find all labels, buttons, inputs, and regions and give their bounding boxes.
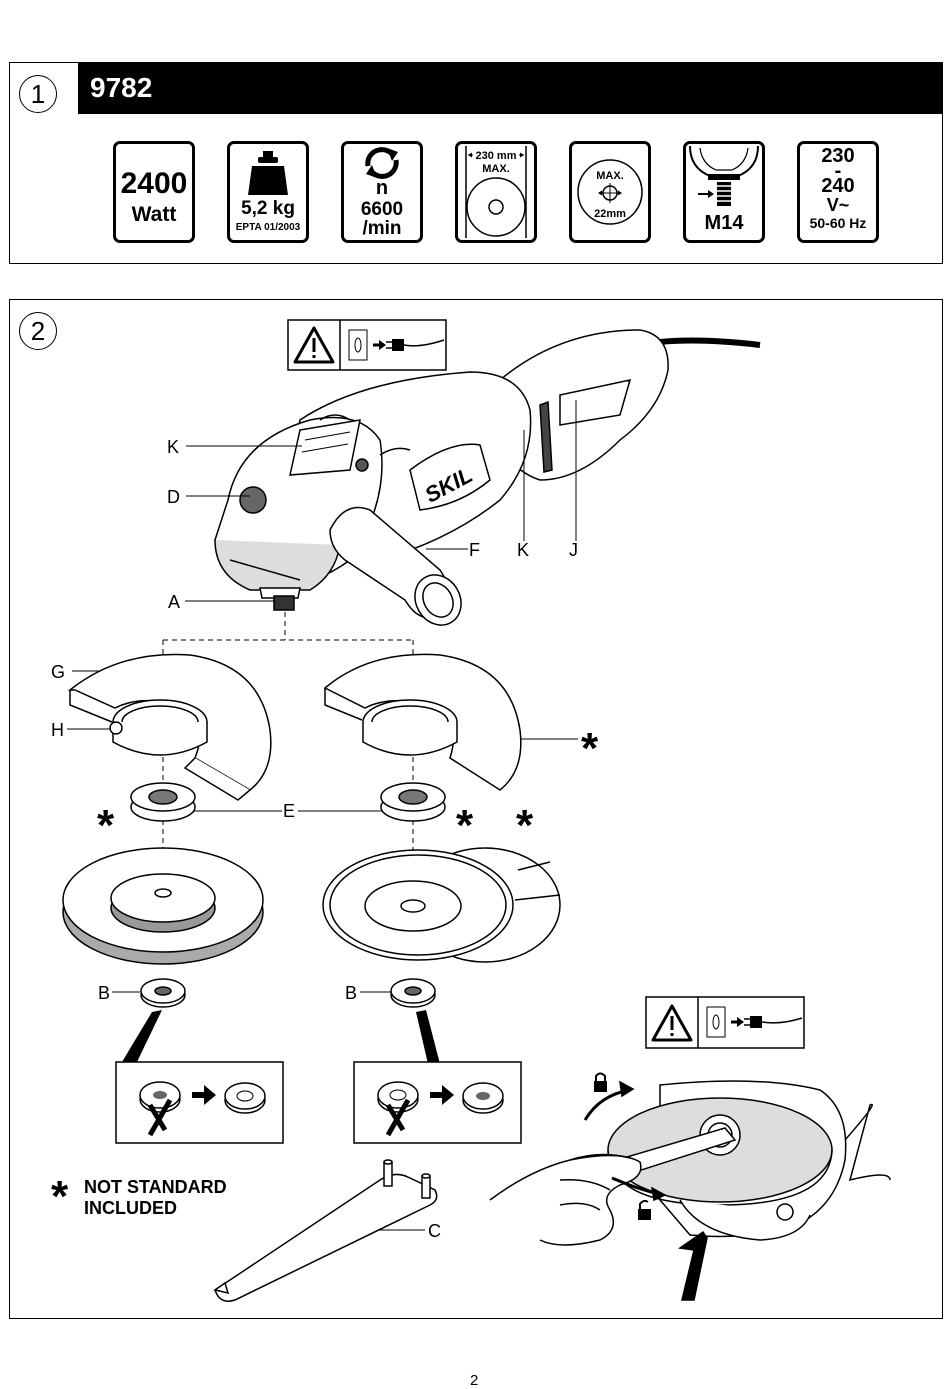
legend-note-line1: NOT STANDARD	[84, 1177, 227, 1197]
thread-size: M14	[704, 212, 744, 234]
spec-power: 2400 Watt	[113, 141, 195, 243]
weight-standard: EPTA 01/2003	[235, 222, 301, 233]
guard-right	[323, 653, 522, 791]
label-G: G	[51, 662, 66, 682]
label-K-top: K	[167, 437, 180, 457]
label-B-right: B	[345, 983, 358, 1003]
unplug-warning-top	[287, 319, 447, 371]
lock-closed-icon	[594, 1072, 607, 1092]
unplug-warning-right	[645, 996, 805, 1049]
not-standard-star-disc-mid: *	[456, 801, 474, 850]
cutting-discs	[322, 847, 561, 963]
bore-icon: MAX. 22mm	[577, 159, 643, 225]
flange-detail-left	[115, 1061, 284, 1144]
angle-grinder: SKIL	[214, 329, 761, 626]
not-standard-star-disc-left: *	[97, 801, 115, 850]
not-standard-star-guard: *	[581, 724, 599, 773]
clamp-flanges	[140, 978, 436, 1008]
model-title: 9782	[78, 62, 943, 114]
voltage-low: 230	[821, 145, 855, 167]
rotation-icon	[365, 147, 399, 179]
spec-disc-size: 230 mm MAX.	[455, 141, 537, 243]
voltage-dash: -	[834, 160, 842, 182]
spindle-thread-icon	[689, 145, 759, 206]
label-E: E	[283, 801, 296, 821]
spanner	[213, 1159, 438, 1302]
disc-size-icon: 230 mm MAX.	[465, 146, 527, 238]
label-A: A	[168, 592, 181, 612]
speed-symbol: n	[375, 177, 389, 199]
section-2-number: 2	[19, 312, 57, 350]
disc-change-illustration	[489, 1072, 891, 1301]
spec-thread: M14	[683, 141, 765, 243]
label-K-right: K	[517, 540, 530, 560]
disc-size-value: 230 mm	[476, 150, 517, 162]
label-D: D	[167, 487, 180, 507]
voltage-high: 240	[821, 175, 855, 197]
label-B-left: B	[98, 983, 111, 1003]
not-standard-star-disc-right: *	[516, 801, 534, 850]
label-F: F	[469, 540, 480, 560]
inner-flanges	[130, 782, 446, 822]
frequency: 50-60 Hz	[809, 215, 867, 231]
spec-voltage: 230 - 240 V~ 50-60 Hz	[797, 141, 879, 243]
flange-detail-right	[353, 1061, 522, 1144]
guard-left	[67, 653, 272, 801]
label-J: J	[569, 540, 578, 560]
power-value: 2400	[120, 167, 188, 200]
legend-note-line2: INCLUDED	[84, 1198, 177, 1218]
spec-weight: 5,2 kg EPTA 01/2003	[227, 141, 309, 243]
speed-value: 6600	[360, 199, 404, 220]
voltage-unit: V~	[826, 195, 850, 215]
spec-speed: n 6600 /min	[341, 141, 423, 243]
pointer-left	[122, 1010, 162, 1064]
section-1-number: 1	[19, 75, 57, 113]
spec-bore: MAX. 22mm	[569, 141, 651, 243]
pointer-right	[416, 1010, 440, 1064]
page-number: 2	[470, 1372, 479, 1389]
label-C: C	[428, 1221, 441, 1241]
depressed-center-disc	[62, 847, 264, 965]
bore-size: 22mm	[594, 208, 626, 220]
disc-size-max: MAX.	[482, 163, 510, 175]
lock-open-icon	[638, 1199, 651, 1220]
power-unit: Watt	[131, 203, 177, 226]
weight-icon	[248, 151, 288, 195]
speed-unit: /min	[362, 218, 402, 239]
label-H: H	[51, 720, 64, 740]
weight-value: 5,2 kg	[241, 198, 295, 219]
bore-max: MAX.	[596, 170, 624, 182]
legend-star: *	[51, 1172, 69, 1221]
